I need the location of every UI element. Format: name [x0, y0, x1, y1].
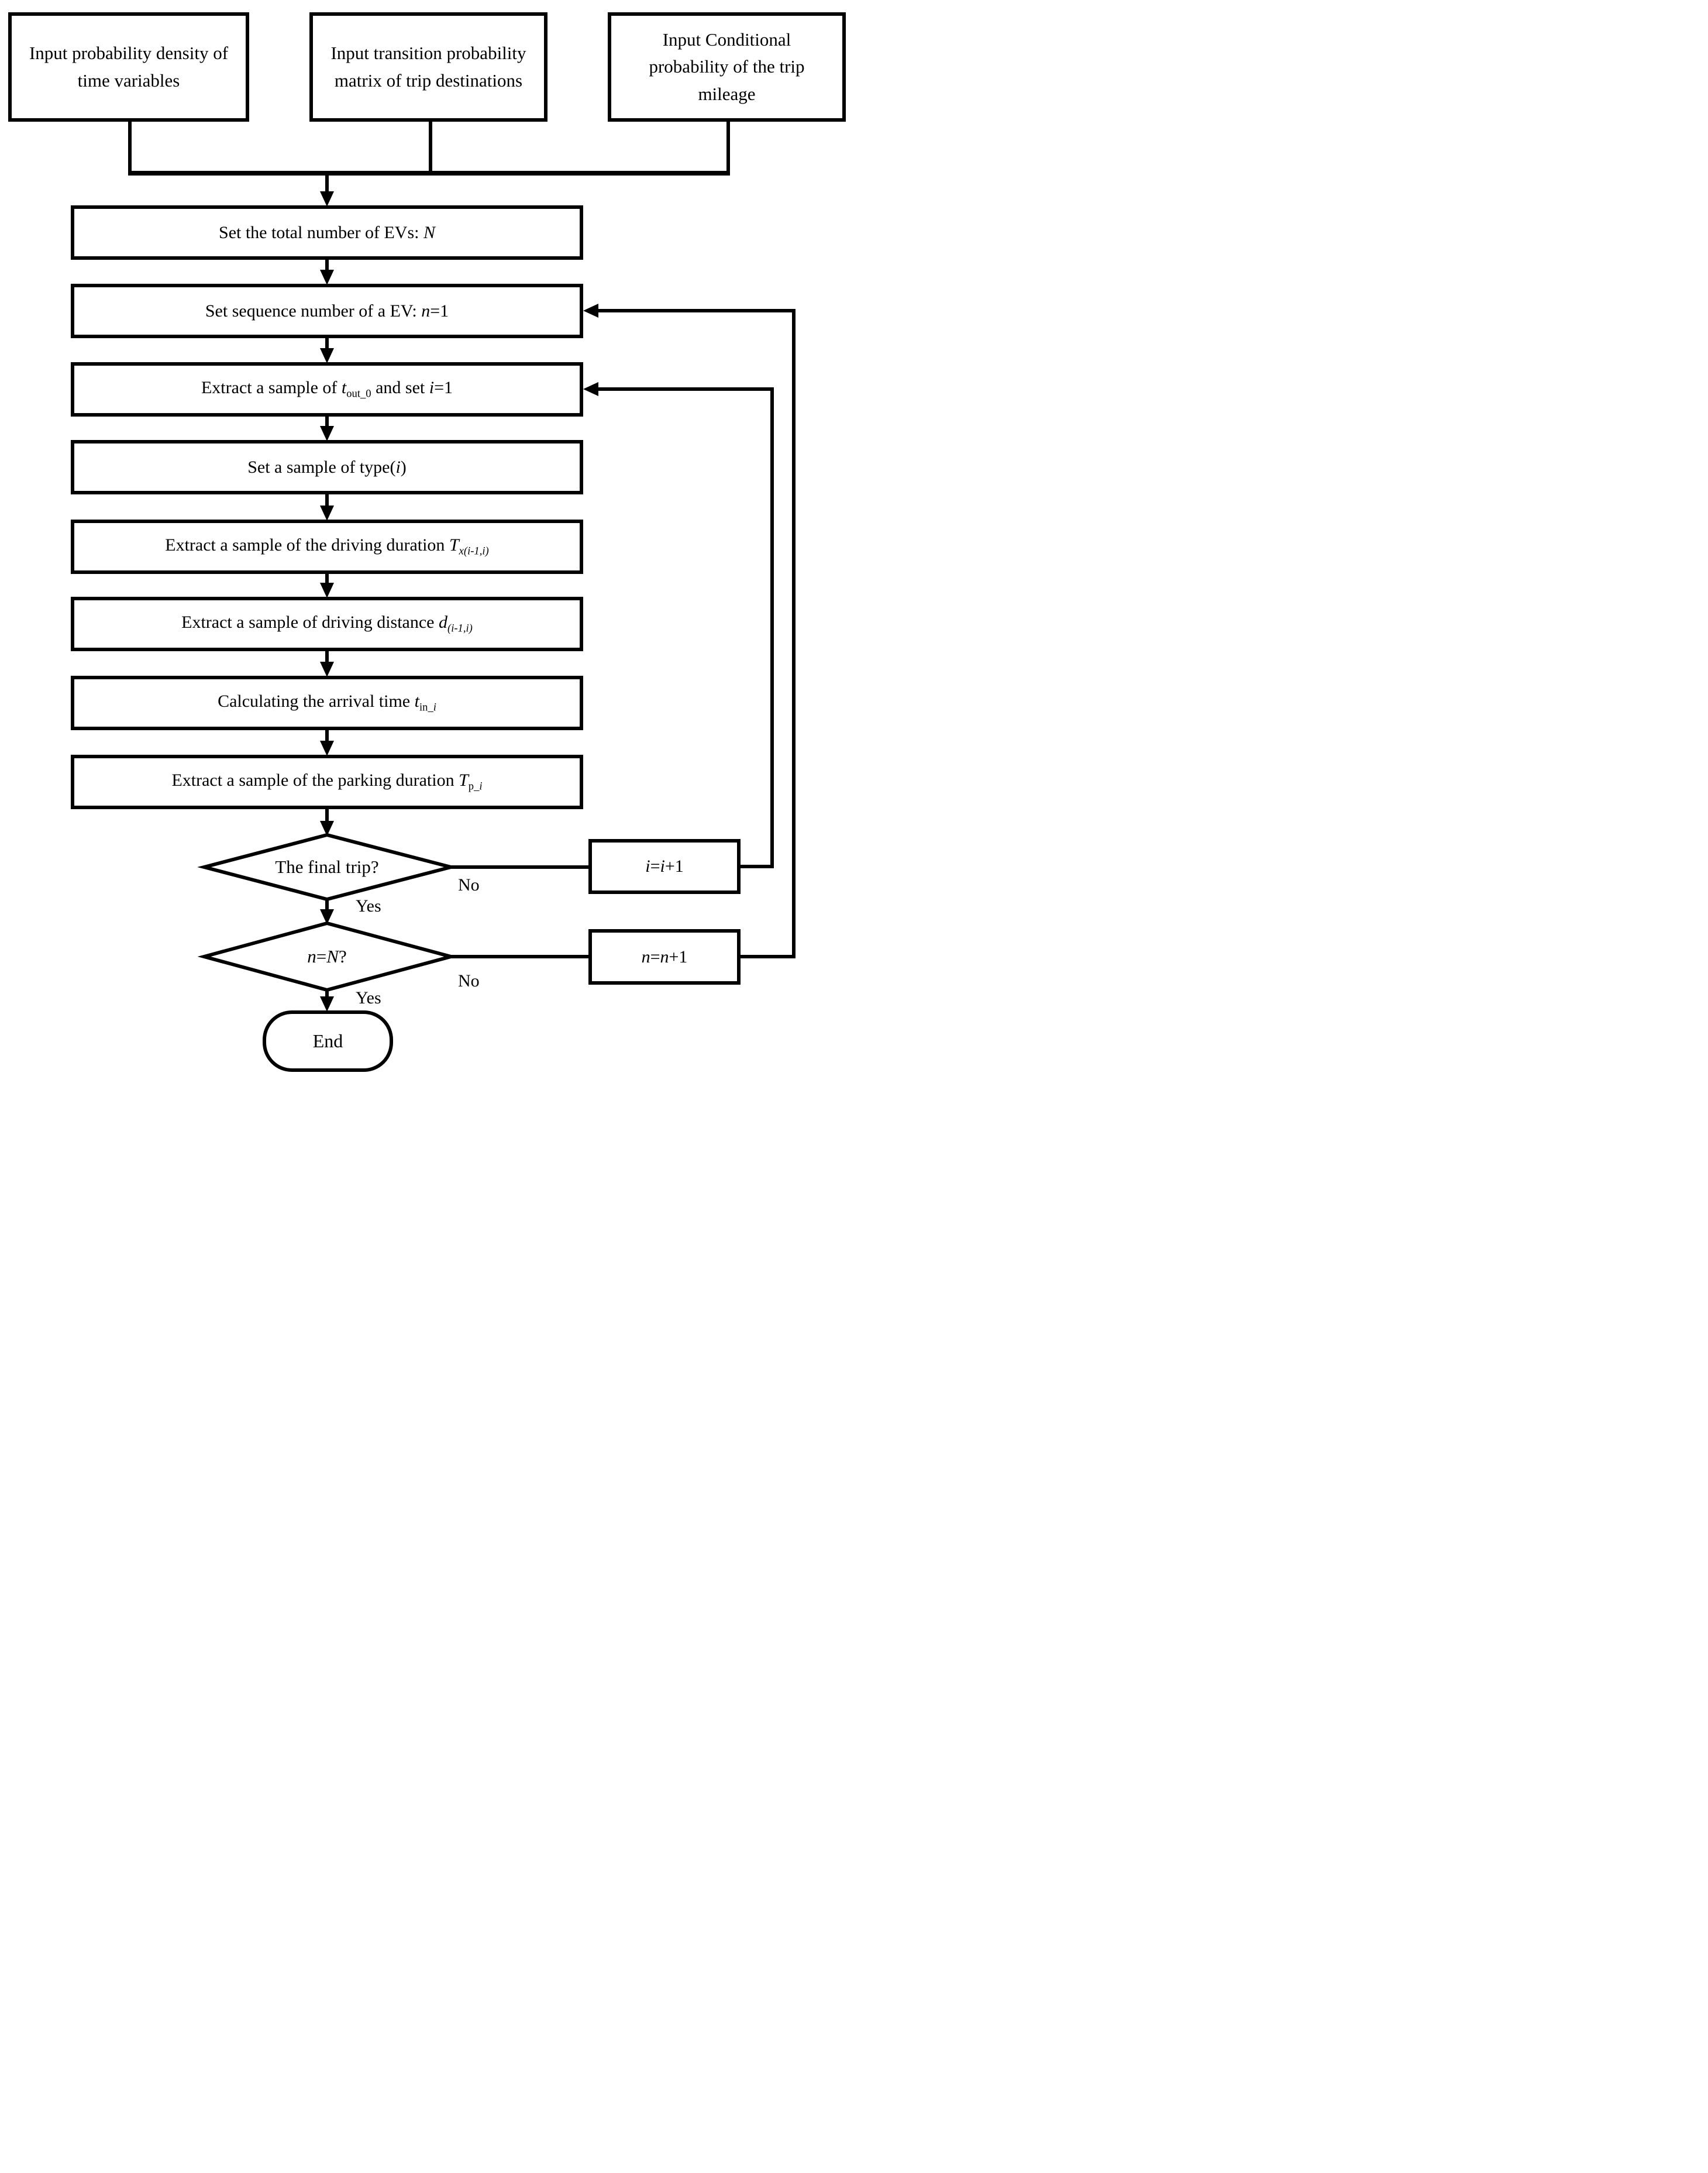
n-check-no-label: No — [458, 971, 480, 991]
step-set-sequence-number: Set sequence number of a EV: n=1 — [71, 284, 583, 338]
arrow-n-check-in-head — [320, 909, 334, 924]
step-extract-driving-distance-label: Extract a sample of driving distance d(i… — [181, 613, 473, 635]
step-set-sequence-number-label: Set sequence number of a EV: n=1 — [205, 301, 449, 321]
terminator-end-label: End — [312, 1030, 343, 1051]
final-trip-no-label: No — [458, 875, 480, 895]
loop-box-increment-i: i=i+1 — [588, 839, 741, 894]
input-box-conditional-mileage-label: Input Conditional probability of the tri… — [649, 29, 805, 104]
step-extract-tout-sample-label: Extract a sample of tout_0 and set i=1 — [201, 378, 453, 400]
loop-box-increment-n-label: n=n+1 — [641, 947, 688, 967]
arrow-set-type-head — [320, 506, 334, 521]
flowchart: Input probability density of time variab… — [0, 0, 854, 1086]
step-extract-driving-duration: Extract a sample of the driving duration… — [71, 520, 583, 574]
final-trip-diamond — [197, 833, 458, 902]
step-extract-parking-duration-label: Extract a sample of the parking duration… — [171, 771, 483, 793]
loop-n-arrow-head — [583, 304, 598, 318]
arrow-end-in-head — [320, 996, 334, 1012]
arrow-driving-duration-head — [320, 583, 334, 598]
step-calculate-arrival-time-label: Calculating the arrival time tin_i — [218, 692, 436, 714]
input-box-time-pdf: Input probability density of time variab… — [8, 12, 249, 122]
arrow-arrival-time-head — [320, 741, 334, 756]
input-box-transition-matrix-label: Input transition probability matrix of t… — [330, 43, 526, 91]
step-calculate-arrival-time: Calculating the arrival time tin_i — [71, 676, 583, 730]
input-box-time-pdf-label: Input probability density of time variab… — [29, 43, 229, 91]
loop-box-increment-n: n=n+1 — [588, 929, 741, 985]
loop-n-line — [597, 309, 796, 958]
arrow-driving-distance-head — [320, 662, 334, 677]
final-trip-yes-label: Yes — [356, 896, 381, 916]
step-set-trip-type-label: Set a sample of type(i) — [247, 457, 407, 477]
step-set-total-evs-label: Set the total number of EVs: N — [219, 222, 435, 242]
terminator-end: End — [263, 1010, 393, 1072]
decision-n-check-label: n=N? — [307, 946, 347, 967]
input-box-conditional-mileage: Input Conditional probability of the tri… — [608, 12, 846, 122]
step-extract-driving-duration-label: Extract a sample of the driving duration… — [165, 535, 489, 558]
step-extract-driving-distance: Extract a sample of driving distance d(i… — [71, 597, 583, 651]
step-extract-tout-sample: Extract a sample of tout_0 and set i=1 — [71, 362, 583, 417]
loop-i-line — [597, 387, 774, 868]
input-box-transition-matrix: Input transition probability matrix of t… — [309, 12, 547, 122]
arrow-set-sequence-head — [320, 348, 334, 363]
step-set-total-evs: Set the total number of EVs: N — [71, 205, 583, 260]
n-check-yes-label: Yes — [356, 988, 381, 1008]
decision-final-trip-label: The final trip? — [275, 857, 379, 877]
connector-layer — [128, 120, 796, 1012]
loop-box-increment-i-label: i=i+1 — [645, 857, 684, 876]
n-check-diamond — [197, 921, 458, 992]
arrow-set-total-head — [320, 270, 334, 285]
loop-i-arrow-head — [583, 382, 598, 396]
arrow-extract-tout-head — [320, 426, 334, 441]
step-set-trip-type: Set a sample of type(i) — [71, 440, 583, 494]
step-extract-parking-duration: Extract a sample of the parking duration… — [71, 755, 583, 809]
arrow-final-trip-in-head — [320, 821, 334, 836]
arrow-to-set-total-head — [320, 191, 334, 207]
